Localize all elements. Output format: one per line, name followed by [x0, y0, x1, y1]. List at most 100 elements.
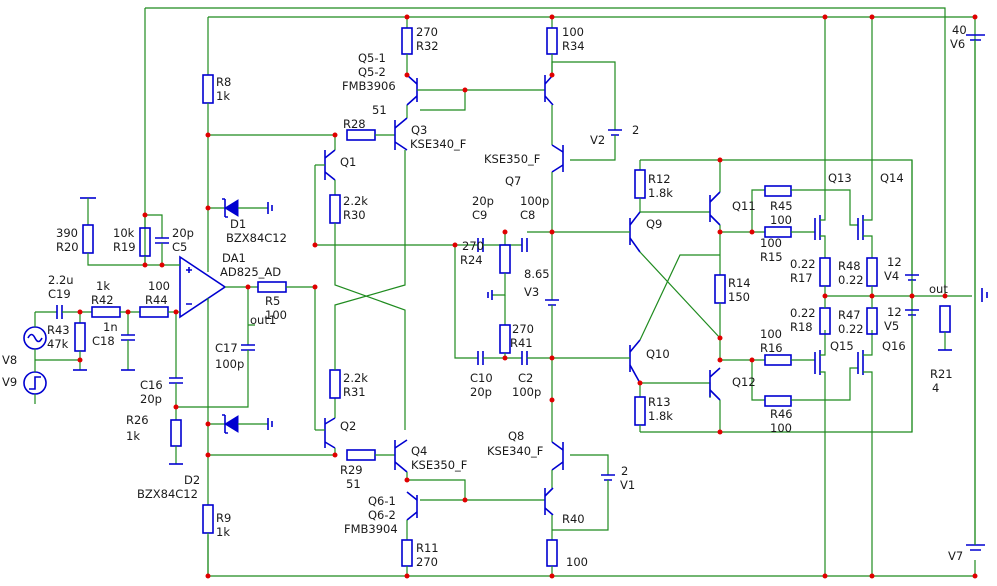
label-d2: D2: [184, 473, 200, 487]
label-q11: Q11: [732, 199, 756, 213]
label-r46: R46: [770, 407, 793, 421]
label-r12: R12: [648, 172, 671, 186]
label-r19v: 10k: [113, 226, 135, 240]
label-v9: V9: [2, 375, 17, 389]
label-r48: R48: [838, 259, 861, 273]
label-r31: R31: [343, 385, 366, 399]
label-q12: Q12: [732, 375, 756, 389]
label-c17: C17: [215, 341, 238, 355]
label-q1: Q1: [340, 155, 356, 169]
label-d1t: BZX84C12: [226, 231, 287, 245]
label-q6a: Q6-1: [368, 494, 396, 508]
label-c9v: 20p: [472, 194, 494, 208]
label-c8: C8: [520, 208, 535, 222]
label-r31v: 2.2k: [343, 371, 368, 385]
label-c18v: 1n: [103, 320, 118, 334]
label-v5v: 12: [887, 305, 902, 319]
label-q5t: FMB3906: [342, 79, 396, 93]
label-v1: V1: [620, 478, 635, 492]
label-r20v: 390: [56, 226, 78, 240]
label-c18: C18: [92, 334, 115, 348]
label-d2t: BZX84C12: [137, 487, 198, 501]
label-c19: C19: [48, 287, 71, 301]
label-r11v: 270: [416, 555, 438, 569]
label-c19v: 2.2u: [48, 273, 74, 287]
label-da1t: AD825_AD: [220, 265, 281, 279]
component-labels: 270 R32 100 R34 Q5-1 Q5-2 FMB3906 51 R28…: [2, 23, 967, 569]
label-r14: R14: [728, 276, 751, 290]
label-q5a: Q5-1: [358, 51, 386, 65]
label-r29: R29: [340, 463, 363, 477]
label-r5v: 100: [265, 308, 287, 322]
label-r18v: 0.22: [790, 306, 816, 320]
label-v3v: 8.65: [524, 267, 550, 281]
label-v1v: 2: [621, 464, 628, 478]
label-v8: V8: [2, 353, 17, 367]
label-q13: Q13: [828, 171, 852, 185]
label-q6t: FMB3904: [344, 522, 398, 536]
label-q16: Q16: [882, 339, 906, 353]
label-q10: Q10: [646, 347, 670, 361]
label-v7: V7: [948, 549, 963, 563]
label-c16v: 20p: [140, 392, 162, 406]
label-out: out: [929, 282, 948, 296]
label-v5: V5: [884, 319, 899, 333]
label-r24v: 270: [462, 239, 484, 253]
label-q4t: KSE350_F: [411, 458, 467, 472]
label-r28v: 51: [372, 103, 387, 117]
label-c8v: 100p: [520, 194, 549, 208]
label-q4: Q4: [411, 444, 427, 458]
label-r15v: 100: [760, 236, 782, 250]
label-q5b: Q5-2: [358, 65, 386, 79]
label-r42: R42: [91, 293, 114, 307]
label-r32: R32: [416, 39, 439, 53]
input-stage: [23, 70, 337, 576]
label-v4: V4: [884, 269, 899, 283]
label-c10: C10: [470, 371, 493, 385]
label-v6: V6: [950, 37, 965, 51]
label-c10v: 20p: [470, 385, 492, 399]
label-r30: R30: [343, 208, 366, 222]
label-c2: C2: [518, 371, 533, 385]
output-stage: [620, 17, 972, 576]
label-r44v: 100: [148, 279, 170, 293]
label-v2: V2: [590, 133, 605, 147]
label-q8t: KSE340_F: [487, 444, 543, 458]
label-v2v: 2: [632, 123, 639, 137]
label-da1: DA1: [222, 251, 246, 265]
label-r47: R47: [838, 308, 861, 322]
label-q3: Q3: [411, 123, 427, 137]
label-r9: R9: [216, 511, 231, 525]
label-r5: R5: [265, 294, 280, 308]
label-r15: R15: [760, 250, 783, 264]
label-r18: R18: [790, 320, 813, 334]
label-r48v: 0.22: [838, 273, 864, 287]
label-r24: R24: [460, 253, 483, 267]
label-r9v: 1k: [216, 525, 230, 539]
label-r17v: 0.22: [790, 257, 816, 271]
label-q6b: Q6-2: [368, 508, 396, 522]
label-v3: V3: [524, 285, 539, 299]
label-out1: out1: [250, 313, 276, 327]
label-r21: R21: [930, 367, 953, 381]
driver-stage: [314, 17, 622, 576]
label-r34v: 100: [562, 25, 584, 39]
label-r29v: 51: [346, 477, 361, 491]
label-r26v: 1k: [126, 429, 140, 443]
label-r45: R45: [770, 199, 793, 213]
label-r11: R11: [416, 541, 439, 555]
label-q3t: KSE340_F: [410, 137, 466, 151]
label-c2v: 100p: [512, 385, 541, 399]
label-c9: C9: [472, 208, 487, 222]
label-c5v: 20p: [172, 226, 194, 240]
label-r43: R43: [47, 323, 70, 337]
label-q15: Q15: [830, 339, 854, 353]
label-r20: R20: [56, 240, 79, 254]
label-v4v: 12: [887, 255, 902, 269]
label-r13v: 1.8k: [648, 409, 673, 423]
label-r26: R26: [126, 413, 149, 427]
label-q9: Q9: [646, 217, 662, 231]
label-r46v: 100: [770, 421, 792, 435]
